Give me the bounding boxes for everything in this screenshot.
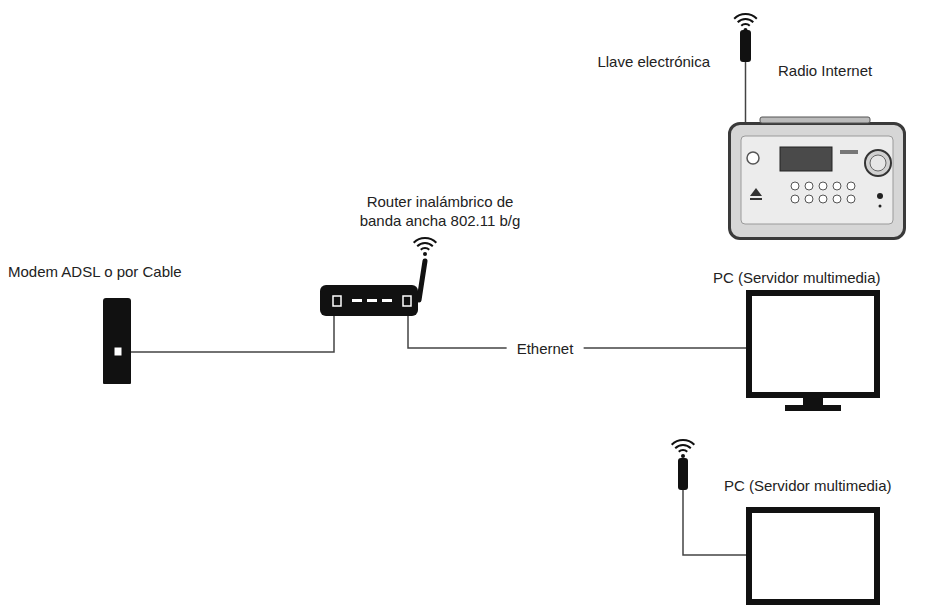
wifi-symbol [672,440,695,458]
usb-dongle: Llave electrónica [740,30,751,62]
radio-face [840,150,858,154]
radio-face [833,195,841,203]
radio-face [780,147,832,171]
modem-port [114,347,122,356]
wireless-router: Router inalámbrico de banda ancha 802.11… [320,285,418,316]
router-port [333,296,411,306]
router-antenna [419,261,425,300]
radio-face [879,205,882,208]
connection-label: Ethernet [507,340,584,357]
wifi-symbol [414,14,757,458]
dongle-wire [683,490,746,555]
cable-line [745,62,747,122]
radio-face [819,182,827,190]
radio-face [819,195,827,203]
device-label: Radio Internet [778,61,918,80]
router-port [403,296,411,306]
router-port [367,299,377,302]
radio-face [750,198,762,200]
wifi-symbol [734,14,757,32]
monitor-stand [803,398,823,406]
modem-port [114,347,122,356]
usb-dongle [678,458,688,490]
radio-face [870,155,886,171]
router-port [352,299,362,302]
router-port [333,296,341,306]
device-label: Llave electrónica [555,52,710,71]
radio-face [791,182,799,190]
radio-face [747,152,759,164]
router-port [382,299,392,302]
pc-monitor: PC (Servidor multimedia) [746,290,880,398]
radio-face [805,195,813,203]
dongle-wire [683,490,746,555]
monitor-stand [785,405,841,411]
radio-face [847,195,855,203]
radio-face [741,117,893,224]
wifi-symbol [414,238,437,256]
radio-face [865,150,891,176]
radio-face [750,188,762,196]
router-antenna [419,261,425,300]
radio-face [877,193,883,199]
device-label: PC (Servidor multimedia) [713,268,933,287]
radio-face [791,195,799,203]
device-label: Router inalámbrico de banda ancha 802.11… [350,192,530,230]
device-label: PC (Servidor multimedia) [724,476,942,495]
radio-face [847,182,855,190]
radio-face [760,117,870,123]
internet-radio: Radio Internet [728,122,906,240]
device-label: Modem ADSL o por Cable [8,262,248,281]
cable-line [131,316,334,352]
radio-face [805,182,813,190]
radio-face [741,136,893,224]
monitor-stand [785,398,841,411]
modem-device: Modem ADSL o por Cable [103,298,131,384]
radio-face [833,182,841,190]
pc-monitor: PC (Servidor multimedia) [746,507,880,605]
usb-dongle [678,458,688,490]
